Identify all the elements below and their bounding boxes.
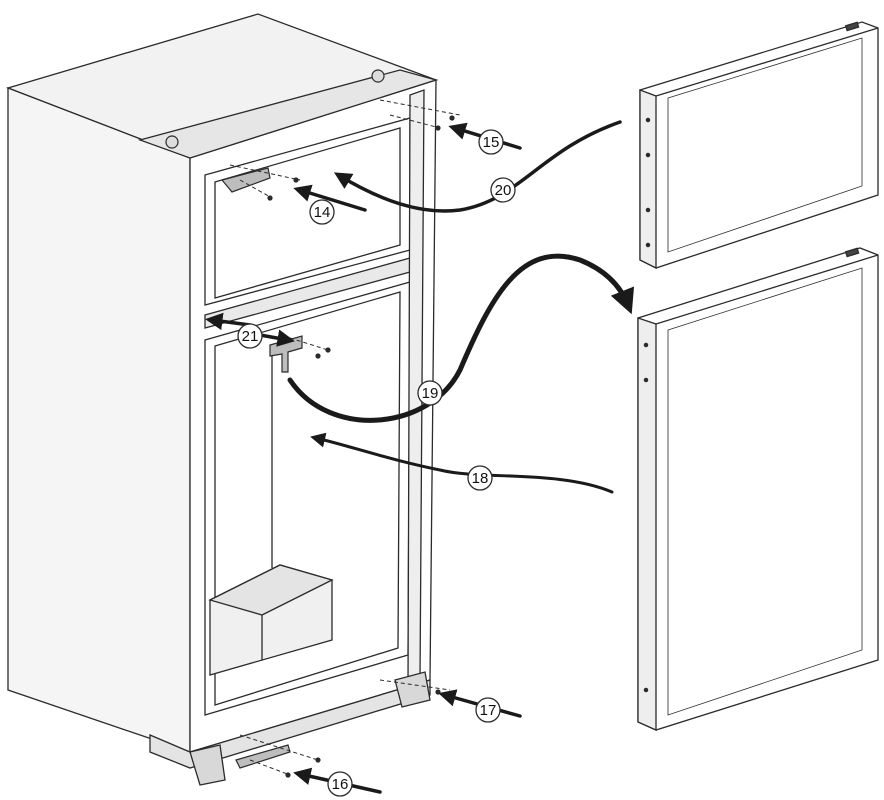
callout-20: 20 <box>490 177 516 203</box>
callout-19-label: 19 <box>422 385 439 402</box>
arrow-19 <box>287 253 635 423</box>
fridge-cabinet <box>5 13 439 786</box>
arrow-21-right <box>258 329 295 347</box>
freezer-inner-edge <box>214 127 401 299</box>
callout-16: 16 <box>327 771 353 797</box>
hinge-pin-hole-left <box>165 135 179 149</box>
callout-17: 17 <box>475 697 501 723</box>
guide-lines <box>229 99 461 776</box>
arrow-20 <box>333 120 622 213</box>
callout-19: 19 <box>417 380 443 406</box>
arrow-18 <box>310 432 614 494</box>
freezer-door <box>639 21 879 270</box>
upper-hinge <box>220 167 271 193</box>
callout-21-label: 21 <box>242 328 259 345</box>
fridge-inner-edge <box>214 291 401 706</box>
callout-21: 21 <box>237 323 263 349</box>
callout-15: 15 <box>478 129 504 155</box>
callout-18-label: 18 <box>472 470 489 487</box>
callout-15-label: 15 <box>483 134 500 151</box>
cabinet-left-side <box>7 87 191 753</box>
fridge-door <box>637 247 879 732</box>
callout-18: 18 <box>467 465 493 491</box>
lower-hinge <box>235 744 291 769</box>
callout-14: 14 <box>309 199 335 225</box>
callout-20-label: 20 <box>495 182 512 199</box>
arrow-21-left <box>205 312 252 331</box>
right-foot <box>394 671 431 708</box>
arrow-14 <box>293 184 367 212</box>
callout-14-label: 14 <box>314 204 331 221</box>
hinge-pin-hole-right <box>371 69 385 83</box>
callout-17-label: 17 <box>480 702 497 719</box>
top-cover-plate <box>137 69 439 159</box>
callout-16-label: 16 <box>332 776 349 793</box>
left-foot <box>189 744 226 786</box>
